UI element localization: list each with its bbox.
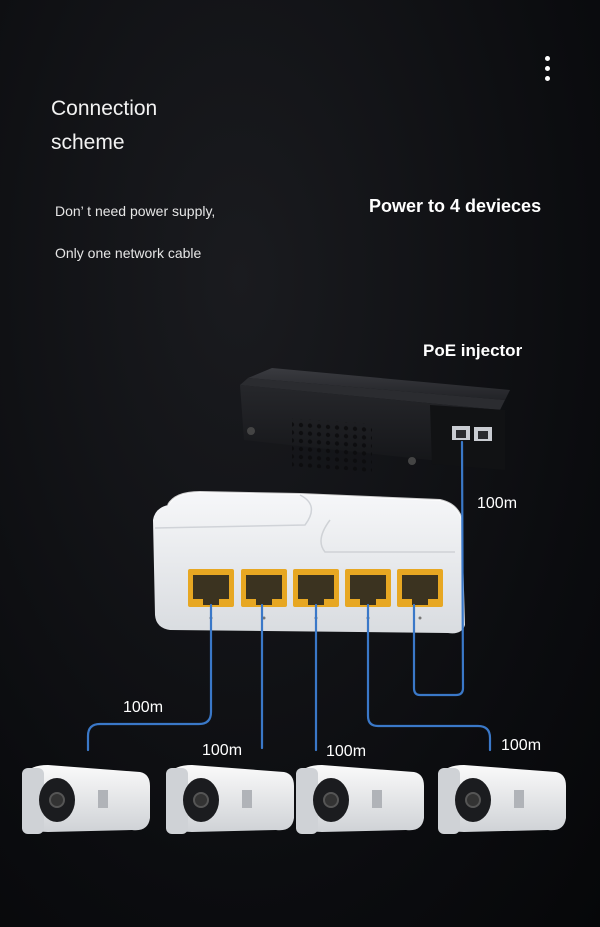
page-title: Connection scheme <box>51 92 157 160</box>
cable-uplink <box>412 440 465 697</box>
rj45-port-2 <box>241 569 287 607</box>
cable-camera-1 <box>86 603 213 752</box>
camera-2 <box>166 765 294 834</box>
camera-4 <box>438 765 566 834</box>
camera-3 <box>296 765 424 834</box>
rj45-port-3 <box>293 569 339 607</box>
distance-camera-4-label: 100m <box>501 737 542 754</box>
title-line-2: scheme <box>51 131 125 154</box>
camera-1 <box>22 765 150 834</box>
title-line-1: Connection <box>51 97 158 120</box>
poe-injector <box>240 368 510 473</box>
distance-uplink-label: 100m <box>477 495 518 512</box>
more-options-button[interactable] <box>538 54 558 84</box>
poe-switch <box>153 490 465 634</box>
poe-injector-label: PoE injector <box>423 341 523 360</box>
cable-camera-4 <box>366 603 492 752</box>
menu-dot <box>545 66 550 71</box>
distance-camera-1-label: 100m <box>123 699 164 716</box>
rj45-port-uplink <box>397 569 443 607</box>
switch-ports <box>188 569 443 620</box>
menu-dot <box>545 56 550 61</box>
note-one-cable: Only one network cable <box>55 245 202 261</box>
vent-grille <box>292 418 372 473</box>
distance-camera-3-label: 100m <box>326 743 367 760</box>
menu-dot <box>545 76 550 81</box>
cables <box>86 440 492 752</box>
rj45-port-1 <box>188 569 234 607</box>
distance-camera-2-label: 100m <box>202 742 243 759</box>
headline-power-devices: Power to 4 devieces <box>369 196 542 216</box>
rj45-port-4 <box>345 569 391 607</box>
note-no-power-supply: Don’ t need power supply, <box>55 203 216 219</box>
